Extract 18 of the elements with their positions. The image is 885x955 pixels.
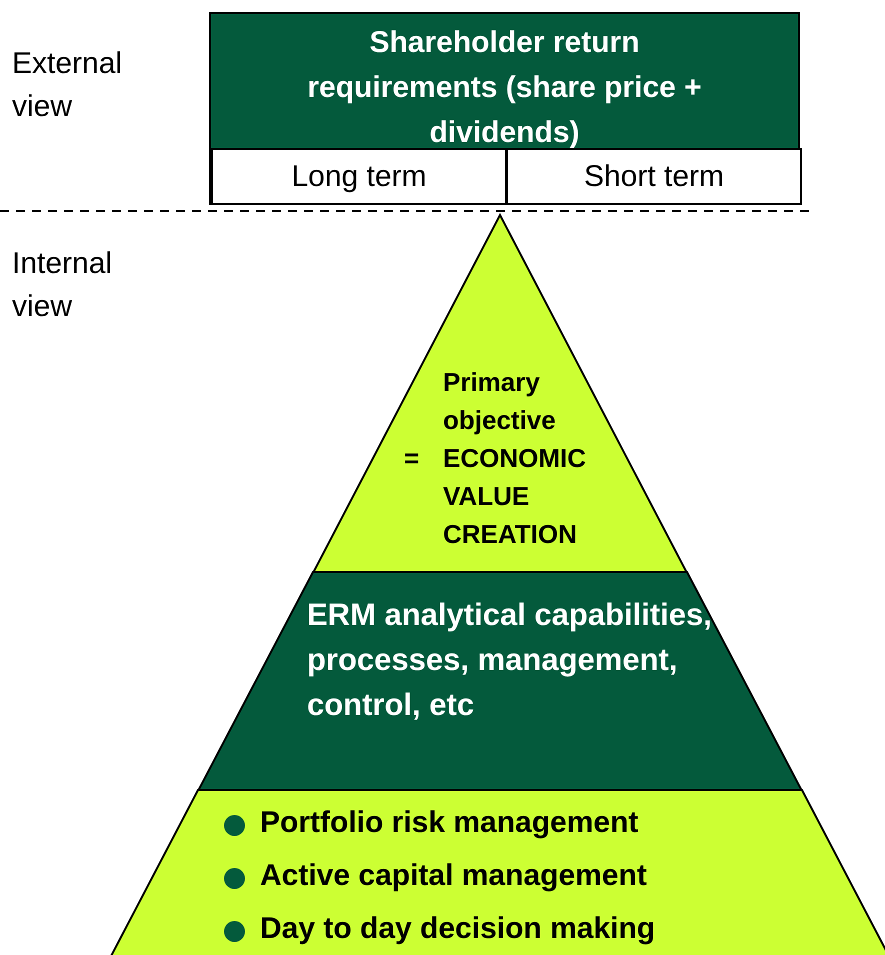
bullet-text: Day to day decision making	[260, 911, 656, 947]
view-label: Internal view	[12, 246, 114, 325]
objective-text: ECONOMIC VALUE CREATION	[443, 442, 587, 551]
pyramid-base-layer	[112, 790, 885, 955]
pyramid-top-layer	[313, 215, 687, 573]
table-cell	[211, 148, 507, 205]
cell-text: Short term	[582, 159, 726, 195]
bullet-text: Active capital management	[260, 858, 647, 894]
header-text: Shareholder return requirements (share price + dividends)	[306, 25, 703, 151]
header-box	[209, 12, 800, 205]
cell-text: Long term	[290, 159, 428, 195]
table-cell	[506, 148, 802, 205]
equals-sign: =	[404, 442, 420, 475]
objective-text: Primary objective	[443, 366, 557, 437]
bullet-text: Portfolio risk management	[260, 805, 638, 841]
layer-text: ERM analytical capabilities, processes, management, control, etc	[307, 596, 713, 724]
pyramid-middle-layer	[198, 572, 802, 791]
view-label: External view	[12, 46, 124, 125]
